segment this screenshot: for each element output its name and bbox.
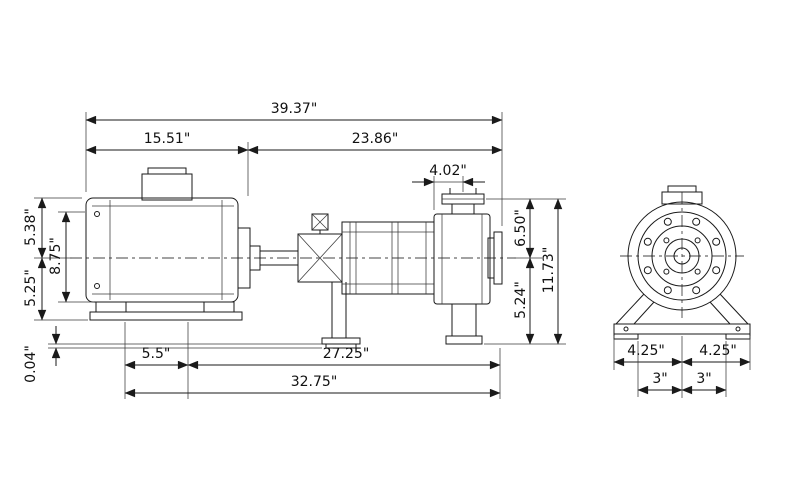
dim-overall-height-label: 11.73" (541, 247, 557, 294)
front-foot-pad-right (725, 333, 751, 340)
dim-discharge-height-label: 6.50" (513, 209, 529, 247)
dim-pump-length: 23.86" (247, 131, 503, 155)
dim-flange-offset: 4.02" (412, 163, 485, 210)
dim-base-length: 27.25" (187, 346, 501, 399)
dim-overall-base-length: 32.75" (124, 374, 501, 398)
dim-base-height: 5.25" (23, 257, 88, 321)
side-nozzle-flange (493, 231, 503, 285)
dim-overall-height: 11.73" (541, 198, 563, 345)
casing-circle (637, 211, 727, 301)
dim-overall-base-length-label: 32.75" (291, 374, 338, 390)
motor-side-view (85, 167, 251, 321)
dimensions: 39.37" 15.51" 23.86" 4.02" 6.50" (23, 101, 751, 399)
dim-flange-offset-label: 4.02" (429, 163, 467, 179)
dim-front-base-right-label: 4.25" (699, 343, 737, 359)
motor-foot-right (203, 301, 235, 313)
dim-motor-length: 15.51" (85, 131, 249, 196)
dim-front-bolt-right-label: 3" (696, 371, 711, 387)
dim-motor-top-height-label: 5.38" (23, 208, 39, 246)
dim-shim-thickness: 0.04" (23, 326, 322, 383)
dim-base-height-label: 5.25" (23, 269, 39, 307)
foot-shim-pad (325, 343, 357, 349)
suction-flange (445, 335, 483, 345)
casing-body (433, 213, 491, 305)
dim-motor-length-label: 15.51" (144, 131, 191, 147)
motor-junction-box (141, 173, 193, 201)
coupling-section (249, 213, 343, 283)
motor-base-rail (89, 311, 243, 321)
dim-overall-length: 39.37" (85, 101, 503, 226)
hub-circle (664, 238, 700, 274)
dim-motor-height: 8.75" (48, 211, 94, 303)
dim-front-base-right: 4.25" (681, 336, 751, 370)
dim-suction-depth: 5.24" (484, 257, 566, 345)
dim-overall-length-label: 39.37" (271, 101, 318, 117)
casing-outer-circle (627, 201, 737, 311)
dim-front-bolt-left: 3" (637, 341, 683, 397)
cover-circle (651, 225, 713, 287)
foot-flange (321, 337, 361, 345)
dim-front-bolt-right: 3" (681, 341, 727, 397)
pump-casing (433, 188, 503, 345)
dim-suction-depth-label: 5.24" (513, 281, 529, 319)
front-top-flange-cap (667, 185, 697, 193)
dim-discharge-height: 6.50" (486, 198, 566, 259)
shaft-stub (249, 245, 261, 271)
dim-pump-length-label: 23.86" (352, 131, 399, 147)
dim-front-base-left-label: 4.25" (627, 343, 665, 359)
front-base-plate (613, 323, 751, 335)
dim-foot-offset: 5.5" (124, 322, 189, 399)
dim-base-length-label: 27.25" (323, 346, 370, 362)
motor-body (85, 197, 239, 303)
side-view (70, 167, 516, 349)
front-foot-pad-left (613, 333, 639, 340)
shaft-circle (673, 247, 691, 265)
front-view (613, 185, 751, 340)
motor-foot-left (95, 301, 127, 313)
pump-support-foot (321, 282, 361, 349)
dim-motor-height-label: 8.75" (48, 237, 64, 275)
junction-box-cap (147, 167, 187, 175)
dim-foot-offset-label: 5.5" (142, 346, 171, 362)
dim-front-bolt-left-label: 3" (652, 371, 667, 387)
dim-shim-thickness-label: 0.04" (23, 345, 39, 383)
dim-front-base-left: 4.25" (613, 336, 683, 398)
dim-motor-top-height: 5.38" (23, 197, 82, 259)
